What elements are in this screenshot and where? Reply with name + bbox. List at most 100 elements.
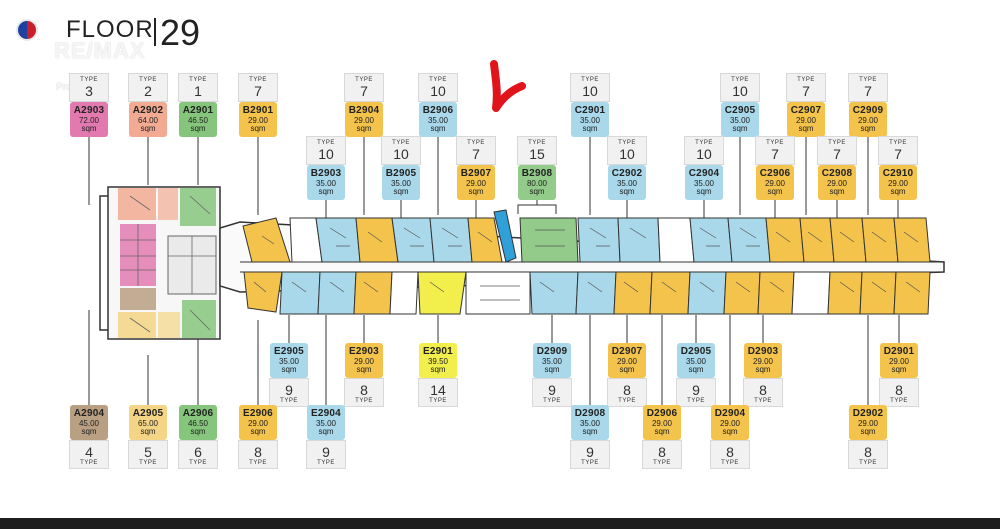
floor-number: 29	[160, 12, 201, 53]
leader-lines	[88, 125, 900, 405]
brand-watermark: RE/MAX	[54, 38, 146, 63]
room-details	[253, 227, 921, 301]
bottom-border	[0, 518, 1000, 529]
block-a	[99, 186, 221, 340]
upper-units	[242, 209, 931, 263]
highlight-arrow-icon	[490, 60, 526, 112]
remax-balloon-icon	[16, 19, 38, 41]
floor-label: FLOOR	[66, 16, 154, 43]
